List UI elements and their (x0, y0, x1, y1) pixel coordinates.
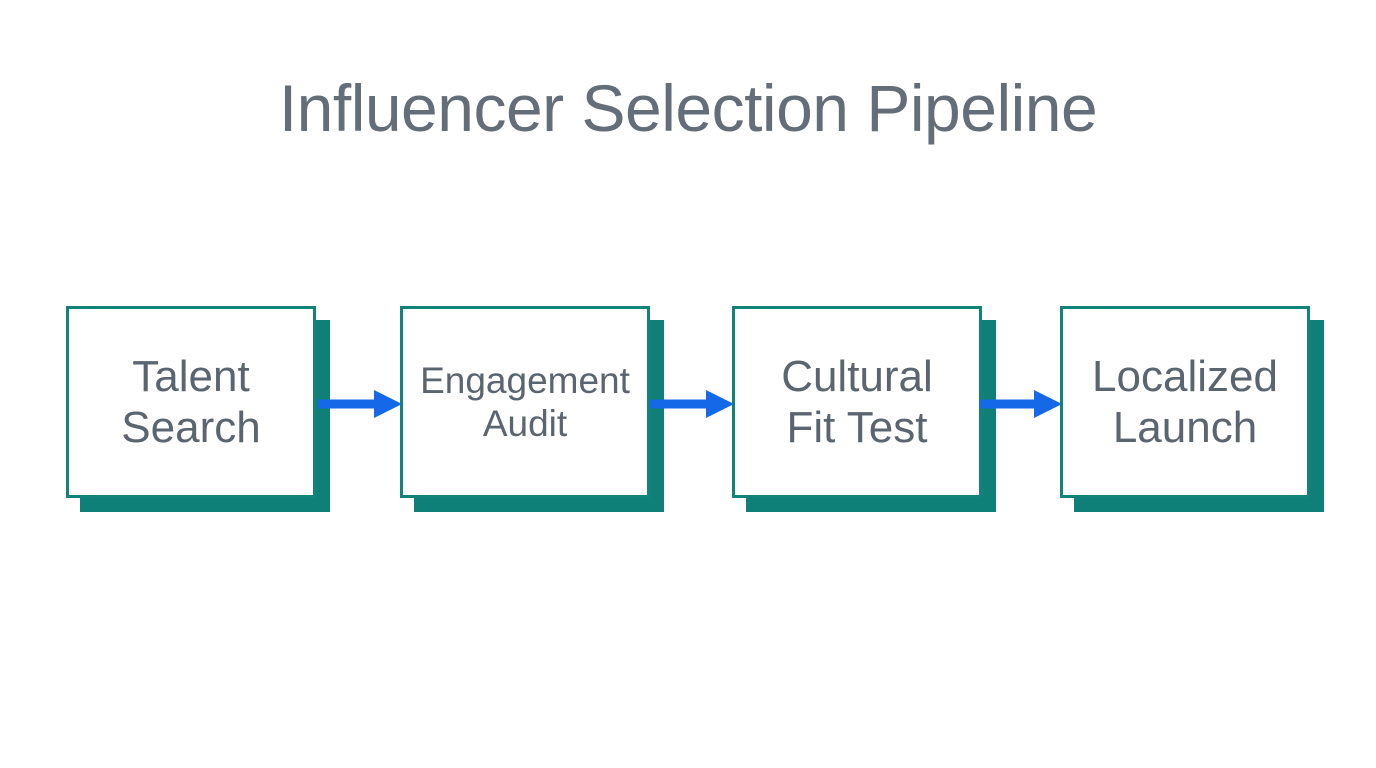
stage-label: Localized Launch (1092, 351, 1278, 452)
connector-arrow-1 (318, 388, 402, 420)
arrow-right-icon (318, 390, 402, 418)
pipeline-stage-2[interactable]: Engagement Audit (400, 306, 664, 512)
stage-label: Engagement Audit (420, 359, 630, 444)
connector-arrow-2 (650, 388, 734, 420)
pipeline-flow: Talent Search Engagement Audit (0, 300, 1376, 520)
stage-label: Cultural Fit Test (781, 351, 933, 452)
pipeline-stage-4[interactable]: Localized Launch (1060, 306, 1324, 512)
stage-box[interactable]: Localized Launch (1060, 306, 1310, 498)
connector-arrow-3 (980, 388, 1062, 420)
stage-box[interactable]: Talent Search (66, 306, 316, 498)
arrow-right-icon (980, 390, 1062, 418)
arrow-right-icon (650, 390, 734, 418)
stage-box[interactable]: Cultural Fit Test (732, 306, 982, 498)
pipeline-stage-1[interactable]: Talent Search (66, 306, 330, 512)
pipeline-stage-3[interactable]: Cultural Fit Test (732, 306, 996, 512)
stage-label: Talent Search (121, 351, 261, 452)
stage-box[interactable]: Engagement Audit (400, 306, 650, 498)
page-title: Influencer Selection Pipeline (278, 71, 1098, 145)
